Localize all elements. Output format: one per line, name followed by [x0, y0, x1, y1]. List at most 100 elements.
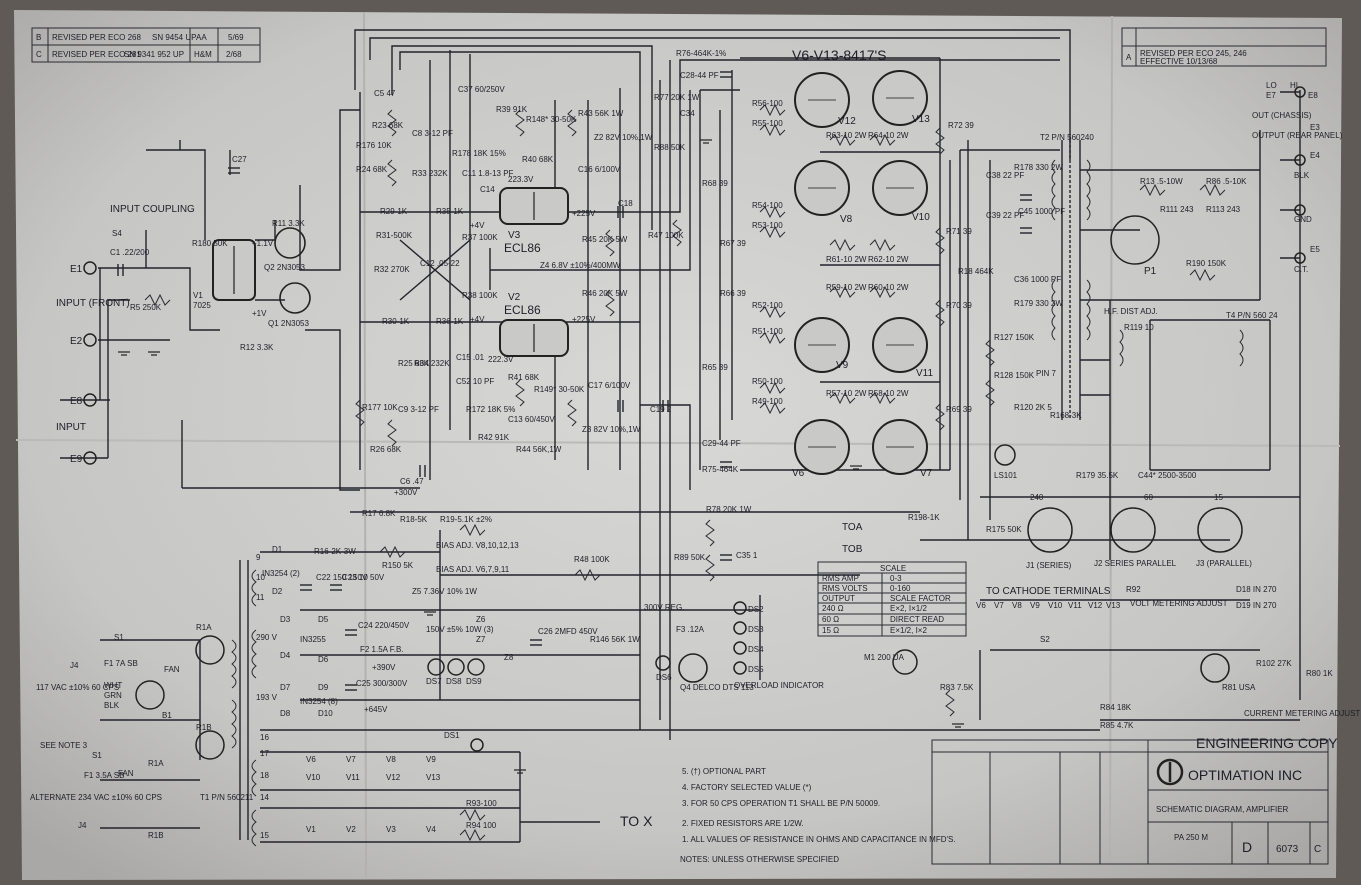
- s1-label: S1: [114, 633, 124, 642]
- v8-label: V8: [840, 214, 853, 225]
- revision-table-right: A REVISED PER ECO 245, 246 EFFECTIVE 10/…: [1121, 27, 1327, 67]
- r65-label: R65 39: [702, 363, 728, 372]
- note-2: 2. FIXED RESISTORS ARE 1/2W.: [682, 819, 804, 828]
- v3-b-plus: +225V: [572, 209, 596, 218]
- j4b-label: J4: [78, 821, 87, 830]
- s1b-label: S1: [92, 751, 102, 760]
- ground-symbols: [118, 139, 964, 774]
- r83-label: R83 7.5K: [940, 683, 974, 692]
- drawing-number: 6073: [1276, 844, 1299, 855]
- r120-label: R120 2K 5: [1014, 403, 1052, 412]
- r63-label: R63-10 2W: [826, 131, 867, 140]
- scale-r5-c1: E×1/2, I×2: [890, 626, 927, 635]
- r41-label: R41 68K: [508, 373, 540, 382]
- t9-label: 9: [256, 553, 261, 562]
- c22-label: C22 150 150V: [316, 573, 368, 582]
- r12-label: R12 3.3K: [240, 343, 274, 352]
- r78-label: R78 20K 1W: [706, 505, 752, 514]
- c27-label: C27: [232, 155, 247, 164]
- note-5: 5. (†) OPTIONAL PART: [682, 767, 766, 776]
- d7-label: D7: [280, 683, 291, 692]
- in3254-label: IN3254 (2): [262, 569, 300, 578]
- r150-label: R150 5K: [382, 561, 414, 570]
- t16-label: 16: [260, 733, 269, 742]
- r25-label: R25 68K: [398, 359, 430, 368]
- v2-b-plus: +225V: [572, 315, 596, 324]
- v2-label: V2: [508, 292, 521, 303]
- c34-label: C34: [680, 109, 695, 118]
- z2-label: Z2 82V 10%,1W: [594, 133, 653, 142]
- rev-c-sn: SN 9341 952 UP: [124, 50, 184, 59]
- r24-label: R24 68K: [356, 165, 388, 174]
- r51-label: R51-100: [752, 327, 783, 336]
- q1-label: Q1 2N3053: [268, 319, 309, 328]
- z8-label: Z8: [504, 653, 514, 662]
- v12-label: V12: [838, 116, 856, 127]
- toa-label: TOA: [842, 522, 863, 533]
- r43-label: R43 56K 1W: [578, 109, 624, 118]
- r33-label: R33 232K: [412, 169, 448, 178]
- t15-label: 15: [260, 831, 269, 840]
- c37-label: C37 60/250V: [458, 85, 505, 94]
- r72-label: R72 39: [948, 121, 974, 130]
- r13-label: R13 .5-10W: [1140, 177, 1183, 186]
- r146-label: R146 56K 1W: [590, 635, 640, 644]
- d18-label: D18 IN 270: [1236, 585, 1277, 594]
- wht-label: WHT: [104, 681, 122, 690]
- r175-label: R175 50K: [986, 525, 1022, 534]
- heater-v6: V6: [306, 755, 316, 764]
- v11-label: V11: [916, 368, 933, 379]
- r88-label: R88 50K: [654, 143, 686, 152]
- grn-label: GRN: [104, 691, 122, 700]
- heater-v13: V13: [426, 773, 441, 782]
- heater-v7: V7: [346, 755, 356, 764]
- r85-label: R85 4.7K: [1100, 721, 1134, 730]
- heater-v9: V9: [426, 755, 436, 764]
- heater-v12: V12: [386, 773, 401, 782]
- d5-label: D5: [318, 615, 329, 624]
- b1-label: B1: [162, 711, 172, 720]
- meter-v10: V10: [1048, 601, 1063, 610]
- r50-label: R50-100: [752, 377, 783, 386]
- model-number: PA 250 M: [1174, 833, 1208, 842]
- paper-sheet: [14, 10, 1342, 880]
- scale-r0-c0: RMS AMP: [822, 574, 859, 583]
- ds1-label: DS1: [444, 731, 460, 740]
- scale-r4-c0: 60 Ω: [822, 615, 839, 624]
- r179-label: R179 330 2W: [1014, 299, 1063, 308]
- f1b-label: F1 3.5A SB: [84, 771, 124, 780]
- meter-v6: V6: [976, 601, 986, 610]
- r94-label: R94 100: [466, 821, 497, 830]
- out-lo: LO: [1266, 81, 1277, 90]
- z4-label: Z4 6.8V ±10%/400MW: [540, 261, 621, 270]
- d4-label: D4: [280, 651, 291, 660]
- c150-label: 150V ±5% 10W (3): [426, 625, 494, 634]
- c18-label: C18: [618, 199, 633, 208]
- fanb-label: FAN: [118, 769, 134, 778]
- scale-table: SCALE RMS AMP 0-3 RMS VOLTS 0-160 OUTPUT…: [817, 561, 967, 637]
- r76-label: R76-464K-1%: [676, 49, 726, 58]
- q2-label: Q2 2N3053: [264, 263, 305, 272]
- meter-v9: V9: [1030, 601, 1040, 610]
- f3-label: F3 .12A: [676, 625, 705, 634]
- rev-c-desc: REVISED PER ECO 281: [52, 50, 141, 59]
- v3-type: ECL86: [504, 241, 541, 255]
- out-e7: E7: [1266, 91, 1276, 100]
- rev-a: A: [1126, 53, 1132, 62]
- c25-label: C25 300/300V: [356, 679, 408, 688]
- scale-r2-c1: SCALE FACTOR: [890, 594, 951, 603]
- t2-label: T2 P/N 560240: [1040, 133, 1094, 142]
- r30-label: R30-1K: [382, 317, 410, 326]
- out-e8: E8: [1308, 91, 1318, 100]
- blk-label: BLK: [104, 701, 120, 710]
- bias-adj-2: BIAS ADJ. V6,7,9,11: [436, 565, 510, 574]
- bias-adj-1: BIAS ADJ. V8,10,12,13: [436, 541, 519, 550]
- c23-label: C23 10 50V: [342, 573, 385, 582]
- hfdist-label: H.F. DIST ADJ.: [1104, 307, 1158, 316]
- t290-label: 290 V: [256, 633, 278, 642]
- c28-label: C28-44 PF: [680, 71, 719, 80]
- resistor-symbols: [144, 103, 1226, 842]
- r190-label: R190 150K: [1186, 259, 1227, 268]
- c9-label: C9 3-12 PF: [398, 405, 439, 414]
